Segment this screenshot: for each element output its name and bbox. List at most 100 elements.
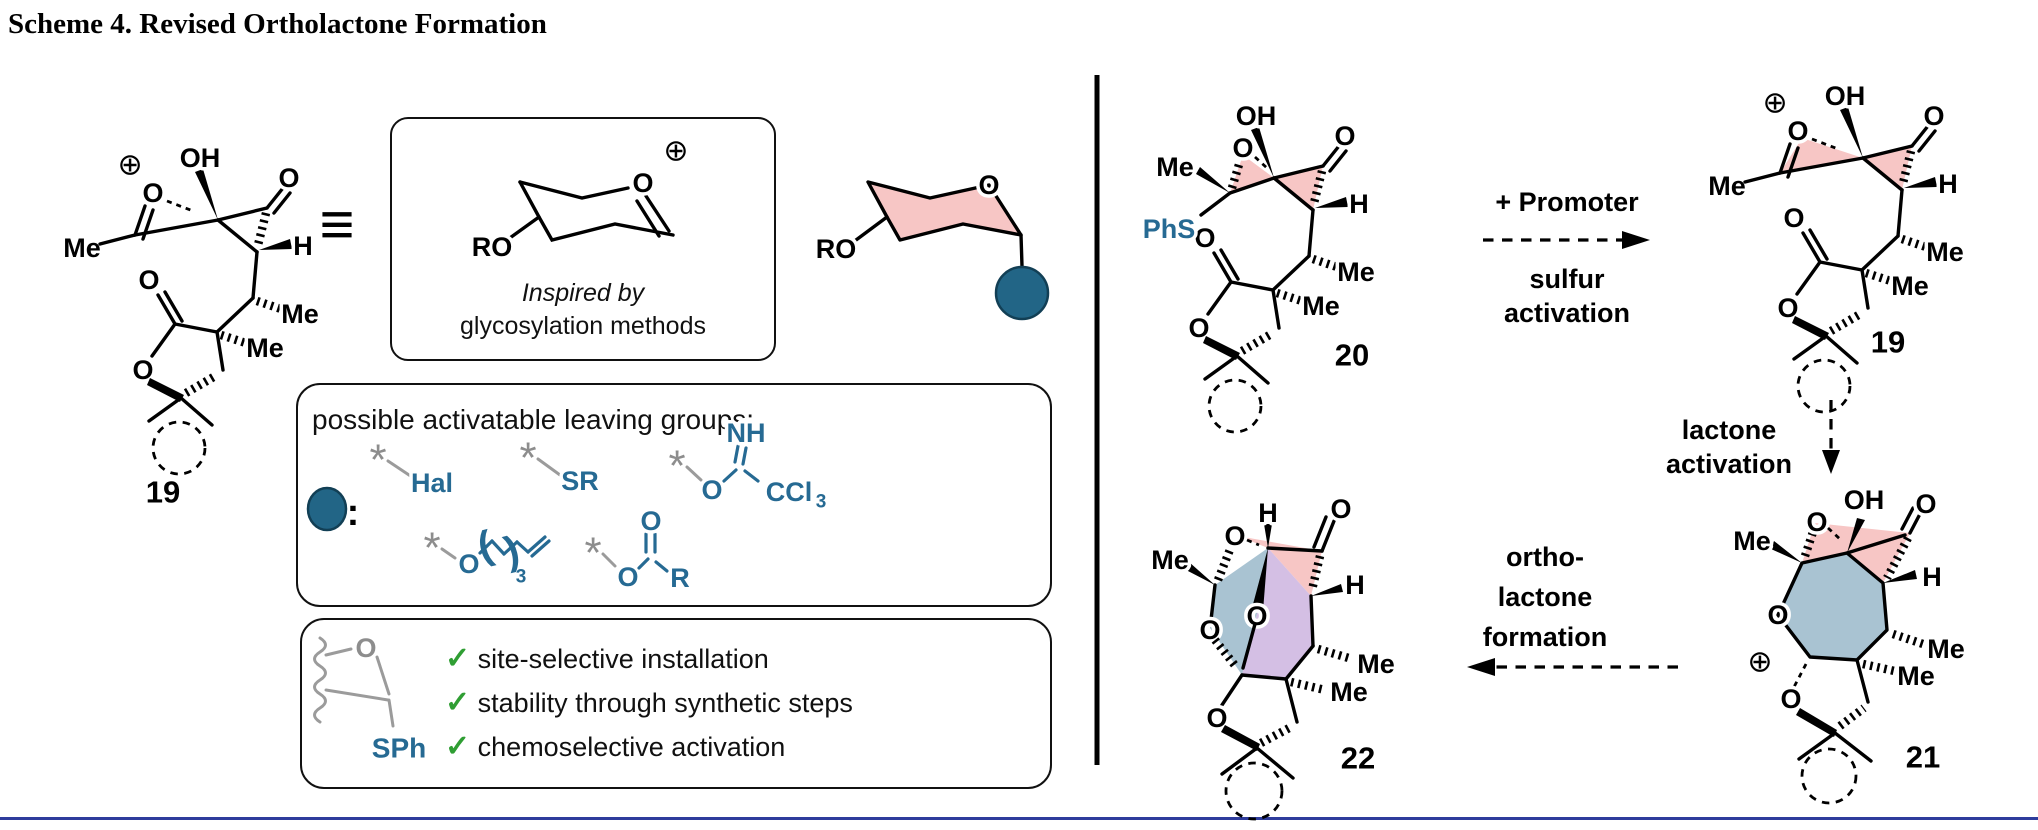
o-label: O: [355, 633, 376, 663]
structure-19-right: 19: [1708, 81, 1964, 412]
me-label: Me: [1156, 152, 1194, 182]
leaving-groups-title: possible activatable leaving groups:: [312, 404, 755, 435]
structure-20: Me PhS O 20: [1139, 101, 1375, 432]
compound-21-number: 21: [1906, 740, 1940, 775]
r-label: R: [670, 563, 690, 593]
o-label: O: [1246, 601, 1267, 631]
benefit-text-2: stability through synthetic steps: [477, 688, 853, 718]
attachment-star: *: [423, 524, 440, 573]
o-label: O: [1915, 489, 1936, 519]
o-label: O: [1232, 133, 1253, 163]
o-label: O: [1767, 600, 1788, 630]
purple-highlight: [1242, 548, 1313, 679]
check-icon: ✓: [445, 642, 471, 675]
lactone-label: lactone: [1681, 415, 1777, 445]
pyranose-with-leaving-group: RO O: [812, 167, 1050, 321]
o-label: O: [632, 168, 653, 198]
plus-charge-icon: ⊕: [1747, 646, 1772, 679]
sulfur-activation-label: activation: [1503, 298, 1631, 328]
compound-19-number: 19: [146, 475, 180, 510]
attachment-star: *: [668, 442, 685, 491]
bottom-rule: [0, 817, 2038, 820]
pink-highlight: [1230, 155, 1323, 210]
o-label: O: [1780, 684, 1801, 714]
equivalence-sign: ≡: [319, 191, 354, 258]
h-label: H: [1345, 570, 1365, 600]
h-label: H: [1922, 562, 1942, 592]
structure-19-left: 19: [63, 143, 319, 510]
promoter-label: + Promoter: [1495, 187, 1639, 217]
compound-20-number: 20: [1335, 338, 1369, 373]
attachment-star: *: [369, 436, 386, 485]
benefit-row-2: ✓ stability through synthetic steps: [445, 685, 853, 720]
phs-label: PhS: [1143, 214, 1196, 244]
ortho-label: ortho-: [1506, 542, 1584, 572]
leaving-groups-content: : * Hal * SR * O NH CCl 3 * O ( ) 3 * O: [306, 415, 827, 597]
formation-label: formation: [1482, 622, 1608, 652]
o-label: O: [1224, 521, 1245, 551]
lactone-activation-arrow: [1822, 400, 1840, 474]
ccl3-label: CCl: [766, 477, 813, 507]
me-label: Me: [1927, 634, 1965, 664]
sr-label: SR: [561, 466, 599, 496]
check-icon: ✓: [445, 686, 471, 719]
thioglycoside-fragment: O SPh: [313, 630, 430, 767]
compound-19-number: 19: [1871, 325, 1905, 360]
pink-highlight: [1780, 138, 1912, 190]
o-label: O: [701, 475, 722, 505]
me-label: Me: [1151, 545, 1189, 575]
compound-22-number: 22: [1341, 741, 1375, 776]
nh-label: NH: [727, 418, 766, 448]
benefit-row-3: ✓ chemoselective activation: [445, 729, 785, 764]
o-label: O: [1206, 703, 1227, 733]
plus-charge-icon: ⊕: [663, 135, 688, 168]
ro-label: RO: [816, 234, 857, 264]
me-label: Me: [1357, 649, 1395, 679]
benefit-row-1: ✓ site-selective installation: [445, 641, 769, 676]
pink-highlight: [1802, 523, 1910, 583]
ro-label: RO: [472, 232, 513, 262]
oxepane-ring-highlight: [1776, 551, 1889, 662]
attachment-star: *: [519, 434, 536, 483]
leaving-group-circle: [306, 486, 348, 532]
attachment-star: *: [584, 529, 601, 578]
ortho-lactone-label: lactone: [1497, 582, 1593, 612]
ortholactone-formation-arrow: [1467, 658, 1678, 676]
o-label: O: [458, 549, 479, 579]
structure-21: O H OH O Me Me Me O ⊕ O 21: [1730, 482, 1968, 805]
o-label: O: [1330, 494, 1351, 524]
subscript-3: 3: [516, 567, 527, 588]
scheme-title: Scheme 4. Revised Ortholactone Formation: [8, 8, 547, 40]
check-icon: ✓: [445, 730, 471, 763]
oxocarbenium-model: RO O ⊕: [468, 135, 688, 266]
me-label: Me: [1733, 526, 1771, 556]
benefits-box: [300, 618, 1052, 789]
oh-label: OH: [1844, 485, 1885, 515]
sulfur-activation-arrow: [1483, 231, 1650, 249]
subscript-3: 3: [816, 492, 827, 513]
lactone-activation-label: activation: [1665, 449, 1793, 479]
inspired-caption: Inspired by glycosylation methods: [400, 277, 766, 343]
inspired-caption-line1: Inspired by: [521, 279, 645, 307]
sulfur-label: sulfur: [1529, 264, 1605, 294]
colon: :: [347, 492, 360, 534]
inspired-caption-line2: glycosylation methods: [460, 312, 706, 340]
o-label: O: [1806, 507, 1827, 537]
sph-label: SPh: [372, 733, 426, 764]
o-label: O: [640, 506, 661, 536]
h-label: H: [1258, 498, 1278, 528]
o-label: O: [978, 170, 999, 200]
pyranose-ring: [866, 180, 1023, 242]
leaving-groups-box: [296, 383, 1052, 607]
o-label: O: [617, 562, 638, 592]
benefit-text-1: site-selective installation: [477, 644, 769, 674]
me-label: Me: [1330, 677, 1368, 707]
me-label: Me: [1897, 661, 1935, 691]
benefit-text-3: chemoselective activation: [477, 732, 786, 762]
inspired-box: [390, 117, 776, 361]
leaving-group-circle: [994, 265, 1050, 321]
blue-highlight: [1210, 548, 1268, 675]
hal-label: Hal: [411, 468, 453, 498]
